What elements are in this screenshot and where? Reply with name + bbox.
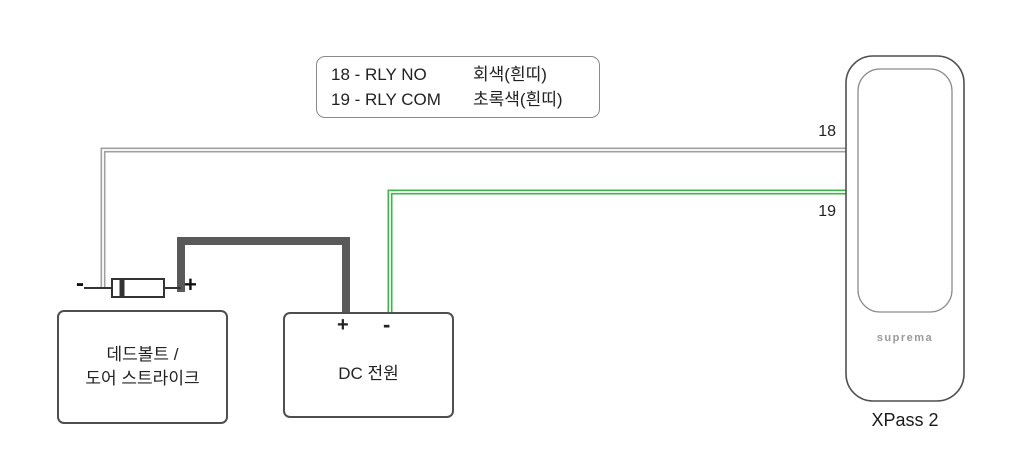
deadbolt-label-line1: 데드볼트 / [106, 345, 179, 364]
legend-color-19: 초록색(흰띠) [473, 90, 563, 109]
device-inner-panel [857, 68, 953, 313]
legend-pin-18: 18 - RLY NO [331, 65, 427, 84]
wire-18-white-stripe [102, 149, 850, 287]
deadbolt-label-line2: 도어 스트라이크 [85, 369, 200, 388]
dc-power-label: DC 전원 [338, 364, 399, 383]
wire-19-white-stripe [389, 191, 850, 313]
legend-row-18: 18 - RLY NO 회색(흰띠) [331, 63, 585, 86]
dc-power-box: DC 전원 [283, 312, 454, 418]
dc-minus-terminal: - [383, 312, 391, 337]
deadbolt-plus-terminal: + [184, 272, 197, 297]
diode-symbol [111, 278, 165, 298]
deadbolt-minus-terminal: - [76, 270, 84, 297]
wire-18-gray [100, 147, 850, 287]
pin-label-18: 18 [818, 123, 836, 140]
legend-box: 18 - RLY NO 회색(흰띠) 19 - RLY COM 초록색(흰띠) [316, 56, 600, 118]
power-wire [177, 237, 350, 313]
device-name-label: XPass 2 [871, 410, 939, 430]
dc-plus-terminal: + [337, 314, 349, 336]
wire-19-green [387, 189, 850, 313]
legend-pin-19: 19 - RLY COM [331, 90, 441, 109]
pin-label-19: 19 [818, 203, 836, 220]
legend-color-18: 회색(흰띠) [473, 65, 547, 84]
device-outline [845, 55, 965, 402]
dc-power-terminals: + - [283, 312, 454, 338]
deadbolt-box: 데드볼트 / 도어 스트라이크 [57, 310, 228, 424]
legend-row-19: 19 - RLY COM 초록색(흰띠) [331, 88, 585, 111]
device-brand-logo: suprema [876, 332, 934, 344]
